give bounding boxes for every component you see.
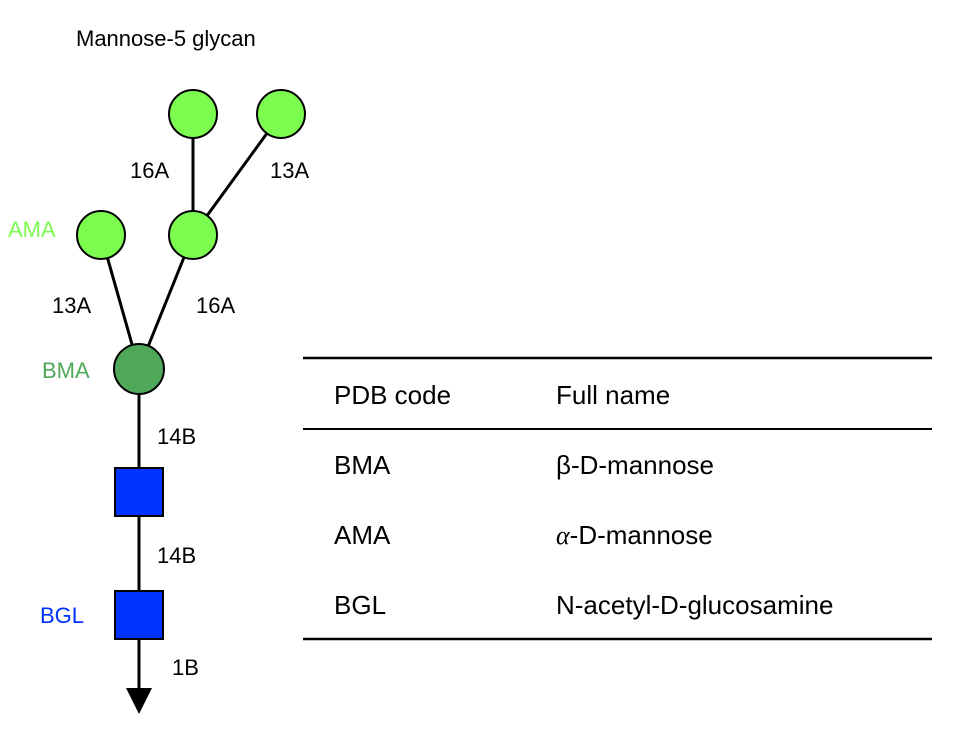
figure-title: Mannose-5 glycan — [76, 26, 256, 51]
bma-label: BMA — [42, 358, 90, 383]
name-suffix: -D-mannose — [570, 520, 713, 550]
reducing-end-arrow-icon — [126, 688, 152, 714]
bgl-residue-lower — [114, 590, 164, 640]
table-header-name: Full name — [556, 380, 670, 410]
linkage-label: 14B — [157, 543, 196, 568]
linkage-label: 16A — [130, 158, 169, 183]
alpha-symbol: α — [556, 521, 571, 550]
ama-residue-top-left — [168, 89, 218, 139]
ama-residue-mid-right — [168, 210, 218, 260]
table-cell-name: β-D-mannose — [556, 450, 714, 480]
linkage-label: 16A — [196, 293, 235, 318]
linkage-label: 1B — [172, 655, 199, 680]
ama-residue-mid-left — [76, 210, 126, 260]
bgl-residue-upper — [114, 467, 164, 517]
table-cell-code: BGL — [334, 590, 386, 620]
table-cell-code: AMA — [334, 520, 391, 550]
linkage-label: 14B — [157, 424, 196, 449]
pdb-code-table: PDB code Full name BMA β-D-mannose AMA α… — [303, 356, 932, 641]
ama-label: AMA — [8, 217, 56, 242]
table-cell-code: BMA — [334, 450, 391, 480]
bma-residue — [113, 343, 165, 395]
linkage-label: 13A — [270, 158, 309, 183]
linkage-label: 13A — [52, 293, 91, 318]
bgl-label: BGL — [40, 603, 84, 628]
ama-residue-top-right — [256, 89, 306, 139]
table-cell-name: N-acetyl-D-glucosamine — [556, 590, 833, 620]
table-header-code: PDB code — [334, 380, 451, 410]
table-cell-name: α-D-mannose — [556, 520, 713, 550]
